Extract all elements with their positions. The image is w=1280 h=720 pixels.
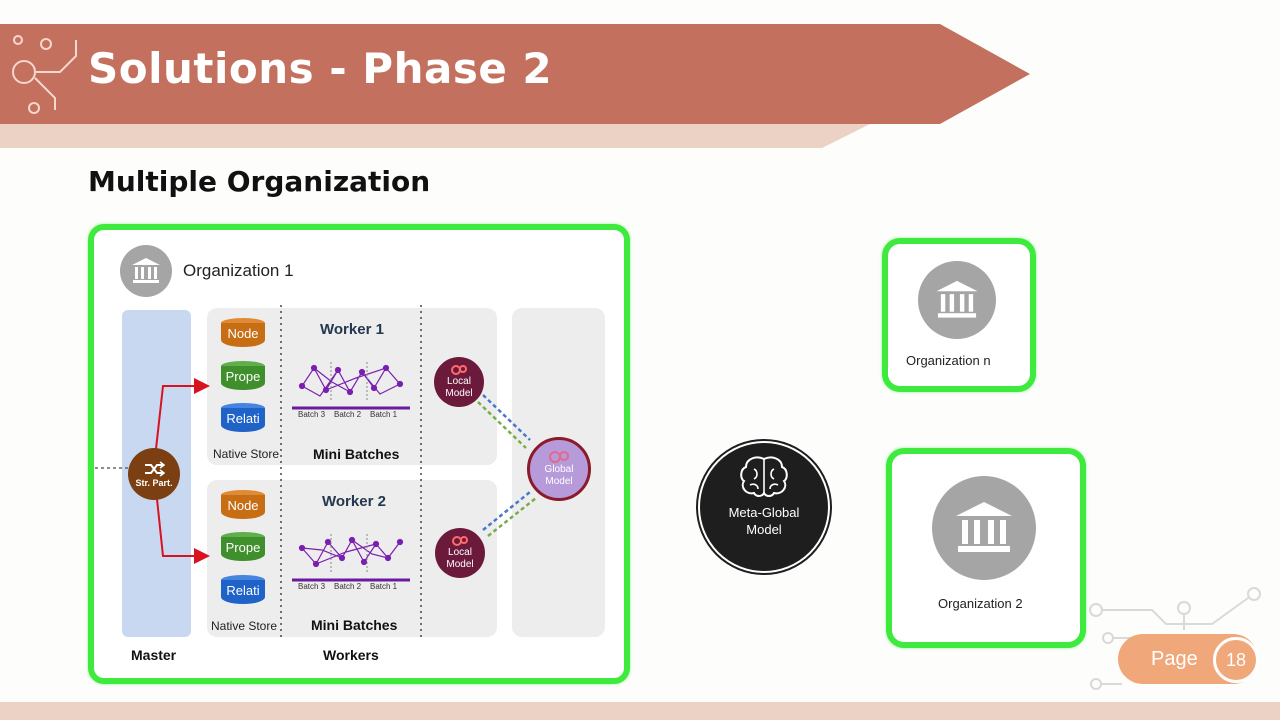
gears-icon — [452, 536, 468, 546]
master-caption: Master — [131, 647, 177, 663]
page-number: 18 — [1225, 649, 1247, 670]
local-model-label: Local Model — [445, 376, 473, 399]
local-model-node: Local Model — [435, 528, 485, 578]
page-number-badge: 18 — [1213, 637, 1259, 683]
mini-batches-caption: Mini Batches — [311, 617, 398, 633]
property-store-cylinder: Prope — [221, 532, 265, 561]
organization-2-label: Organization 2 — [938, 596, 1023, 611]
mini-batch-graph — [292, 362, 410, 410]
gears-icon — [549, 451, 569, 463]
batch-label: Batch 2 — [334, 410, 362, 419]
node-store-cylinder: Node — [221, 490, 265, 519]
organization-n-label: Organization n — [906, 353, 991, 368]
page-title: Solutions - Phase 2 — [88, 44, 553, 93]
batch-label: Batch 2 — [334, 582, 362, 591]
batch-label: Batch 1 — [370, 582, 398, 591]
footer-strip — [0, 702, 1280, 720]
header-banner — [0, 24, 1030, 148]
meta-global-model-node: Meta-Global Model — [698, 441, 830, 573]
structure-partition-node: Str. Part. — [128, 448, 180, 500]
organization-1-label: Organization 1 — [183, 261, 294, 280]
dotted-separators — [280, 305, 422, 640]
brain-icon — [740, 456, 788, 497]
relation-store-cylinder: Relati — [221, 403, 265, 432]
bank-icon — [918, 261, 996, 339]
native-store-caption: Native Store — [213, 447, 280, 461]
global-model-node: Global Model — [527, 437, 591, 501]
section-subtitle: Multiple Organization — [88, 165, 431, 198]
batch-label: Batch 3 — [298, 582, 326, 591]
local-model-label: Local Model — [446, 547, 474, 570]
structure-partition-label: Str. Part. — [135, 477, 173, 488]
circuit-decoration-icon — [1089, 587, 1261, 690]
mini-batches-caption: Mini Batches — [313, 446, 400, 462]
bank-icon — [932, 476, 1036, 580]
local-model-node: Local Model — [434, 357, 484, 407]
worker-2-title: Worker 2 — [322, 493, 386, 510]
node-store-label: Node — [221, 323, 265, 347]
global-model-label: Global Model — [544, 464, 574, 487]
shuffle-icon — [145, 460, 165, 477]
page-label: Page — [1151, 648, 1198, 670]
bank-icon — [120, 245, 172, 297]
relation-store-cylinder: Relati — [221, 575, 265, 604]
circuit-decoration-icon — [12, 35, 77, 114]
gears-icon — [451, 365, 467, 375]
property-store-cylinder: Prope — [221, 361, 265, 390]
mini-batch-graph — [292, 534, 410, 582]
meta-global-model-label: Meta-Global Model — [728, 505, 800, 537]
relation-store-label: Relati — [221, 408, 265, 432]
node-store-label: Node — [221, 495, 265, 519]
property-store-label: Prope — [221, 366, 265, 390]
workers-caption: Workers — [323, 647, 379, 663]
node-store-cylinder: Node — [221, 318, 265, 347]
relation-store-label: Relati — [221, 580, 265, 604]
worker-1-title: Worker 1 — [320, 321, 384, 338]
flow-arrows — [95, 378, 537, 564]
native-store-caption: Native Store — [211, 619, 278, 633]
property-store-label: Prope — [221, 537, 265, 561]
batch-label: Batch 1 — [370, 410, 398, 419]
batch-label: Batch 3 — [298, 410, 326, 419]
